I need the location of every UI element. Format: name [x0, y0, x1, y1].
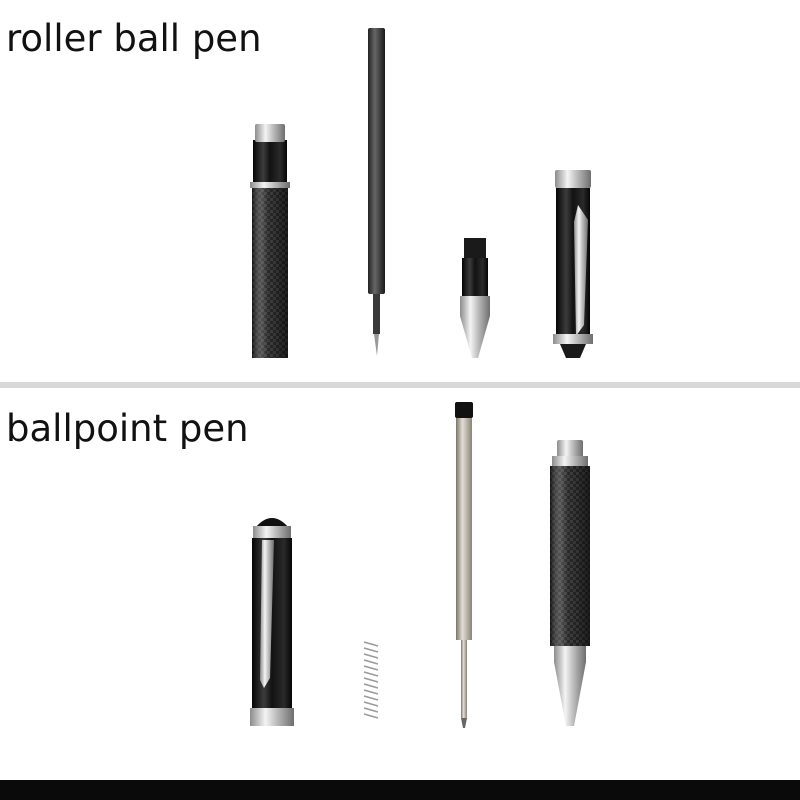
roller-barrel — [250, 124, 290, 358]
ballpoint-barrel — [550, 440, 590, 726]
roller-ball-pen-photo — [250, 28, 593, 358]
ballpoint-pen-section: ballpoint pen — [0, 388, 800, 780]
ballpoint-pen-caption: ballpoint pen — [6, 407, 249, 450]
roller-nib-section — [460, 238, 490, 358]
section-divider — [0, 382, 800, 388]
ballpoint-pen-photo — [250, 402, 590, 728]
ballpoint-refill — [455, 402, 473, 728]
ballpoint-cap — [250, 518, 294, 726]
ballpoint-spring — [363, 641, 379, 719]
roller-ball-pen-section: roller ball pen — [0, 0, 800, 382]
roller-refill — [368, 28, 385, 356]
bottom-bar — [0, 780, 800, 800]
roller-ball-pen-caption: roller ball pen — [6, 17, 262, 60]
roller-cap — [553, 170, 593, 358]
